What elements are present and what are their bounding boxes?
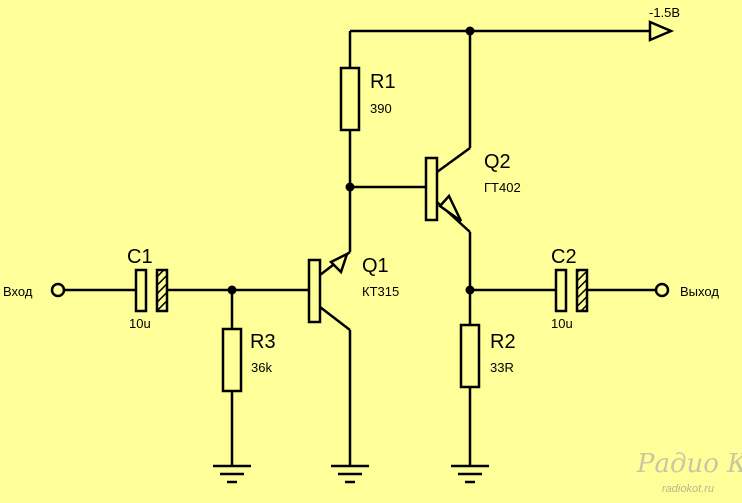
q2-ref: Q2 [484,151,511,173]
watermark-logo: Радио КОТ radiokot.ru [636,449,742,495]
q2-emitter-arrow [438,193,463,223]
q1-ref: Q1 [362,255,389,277]
ground-r3 [213,464,251,484]
q2-value: ГТ402 [484,180,521,195]
ground-q1 [331,464,369,484]
capacitor-c1: C1 10u [50,246,309,331]
watermark-logo-text: Радио КОТ [636,449,742,479]
output-label: Выход [680,284,719,299]
input-terminal [50,282,66,298]
resistor-r1: R1 390 [339,31,396,252]
supply-rail: -1.5В [350,5,680,42]
r2-value: 33R [490,360,514,375]
r1-value: 390 [370,101,392,116]
q1-value: КТ315 [362,284,399,299]
supply-label: -1.5В [649,5,680,20]
r3-value: 36k [251,360,272,375]
r2-ref: R2 [490,331,516,353]
c2-value: 10u [551,316,573,331]
output-terminal [654,282,670,298]
ground-r2 [451,464,489,484]
capacitor-c2: C2 10u [470,246,670,331]
c1-ref: C1 [127,246,153,268]
watermark-site: radiokot.ru [662,483,714,495]
q1-emitter-arrow [328,251,350,275]
r3-ref: R3 [250,331,276,353]
transistor-q1: Q1 КТ315 [307,251,399,465]
supply-arrow [648,20,675,42]
transistor-q2: Q2 ГТ402 [424,31,521,325]
c2-ref: C2 [551,246,577,268]
input-label: Вход [3,284,33,299]
resistor-r3: R3 36k [221,290,276,465]
r1-ref: R1 [370,71,396,93]
resistor-r2: R2 33R [459,323,516,465]
c1-value: 10u [129,316,151,331]
